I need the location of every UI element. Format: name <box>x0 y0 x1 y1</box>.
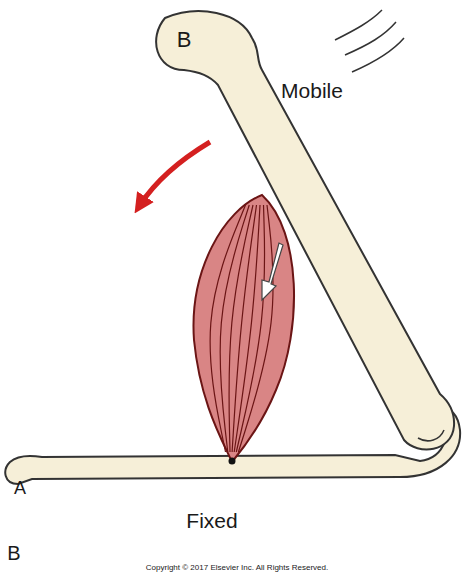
elbow-notch <box>418 430 444 441</box>
movement-arrow <box>140 142 210 205</box>
insertion-point <box>229 458 236 465</box>
panel-letter: B <box>7 543 20 563</box>
bone-letter: B <box>177 29 192 51</box>
motion-lines <box>335 10 404 72</box>
contraction-arrow <box>262 243 283 300</box>
muscle-fiber <box>234 205 260 452</box>
state-label: Fixed <box>186 510 237 531</box>
muscle-belly <box>194 195 295 462</box>
muscle-fiber <box>238 205 273 452</box>
bone-letter: A <box>14 479 26 497</box>
copyright-notice: Copyright © 2017 Elsevier Inc. All Right… <box>146 564 328 572</box>
state-label: Mobile <box>281 80 343 101</box>
muscle-fibers <box>210 205 273 452</box>
